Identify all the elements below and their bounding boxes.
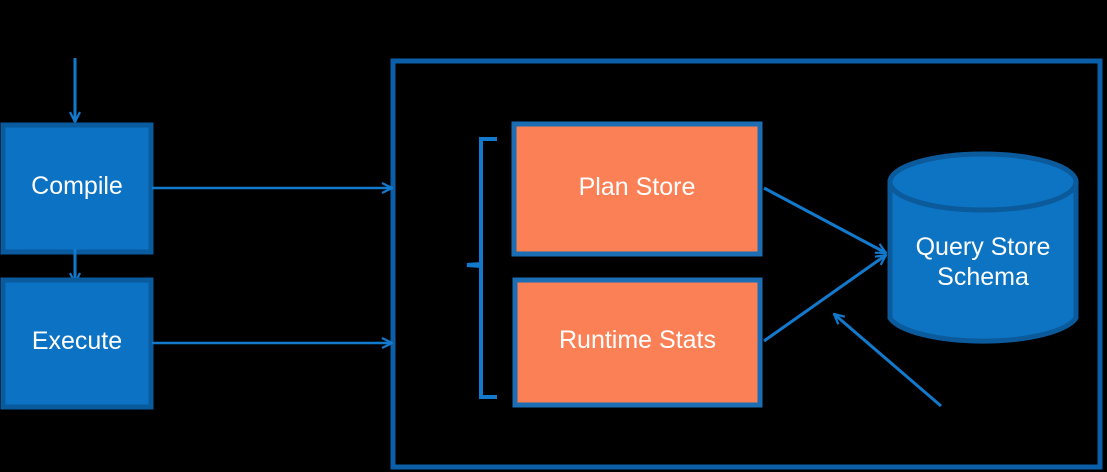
- node-query-store-schema[interactable]: [887, 151, 1079, 344]
- node-compile[interactable]: [0, 122, 154, 255]
- store-group-bracket: [466, 137, 497, 399]
- connector-external-to-schema: [834, 314, 942, 408]
- node-runtime-stats[interactable]: [512, 277, 763, 408]
- query-store-boundary: [390, 58, 1103, 470]
- connector-plan-store-to-schema: [763, 186, 886, 255]
- node-plan-store[interactable]: [511, 121, 763, 257]
- node-execute[interactable]: [0, 277, 154, 410]
- cylinder-top: [887, 151, 1079, 213]
- cylinder-body: [887, 179, 1079, 344]
- connector-runtime-stats-to-schema: [763, 255, 886, 343]
